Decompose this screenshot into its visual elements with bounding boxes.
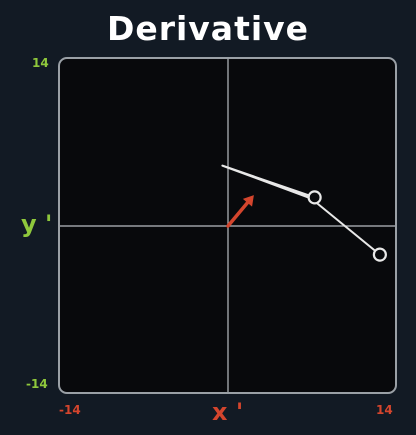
plot-canvas[interactable]	[60, 59, 395, 392]
y-max-tick-label: 14	[32, 56, 49, 70]
y-axis-label: y '	[21, 210, 53, 238]
x-min-tick-label: -14	[59, 403, 81, 417]
y-min-tick-label: -14	[26, 377, 48, 391]
vector-arrow-head-icon	[242, 195, 254, 207]
derivative-plot[interactable]	[58, 57, 397, 394]
x-axis-label: x '	[212, 398, 244, 426]
page-title: Derivative	[106, 9, 310, 48]
derivative-curve	[221, 164, 381, 256]
vector-arrow-shaft	[226, 201, 250, 228]
curve-endpoint-handle-2[interactable]	[372, 247, 387, 262]
x-max-tick-label: 14	[376, 403, 393, 417]
curve-endpoint-handle-1[interactable]	[307, 190, 322, 205]
